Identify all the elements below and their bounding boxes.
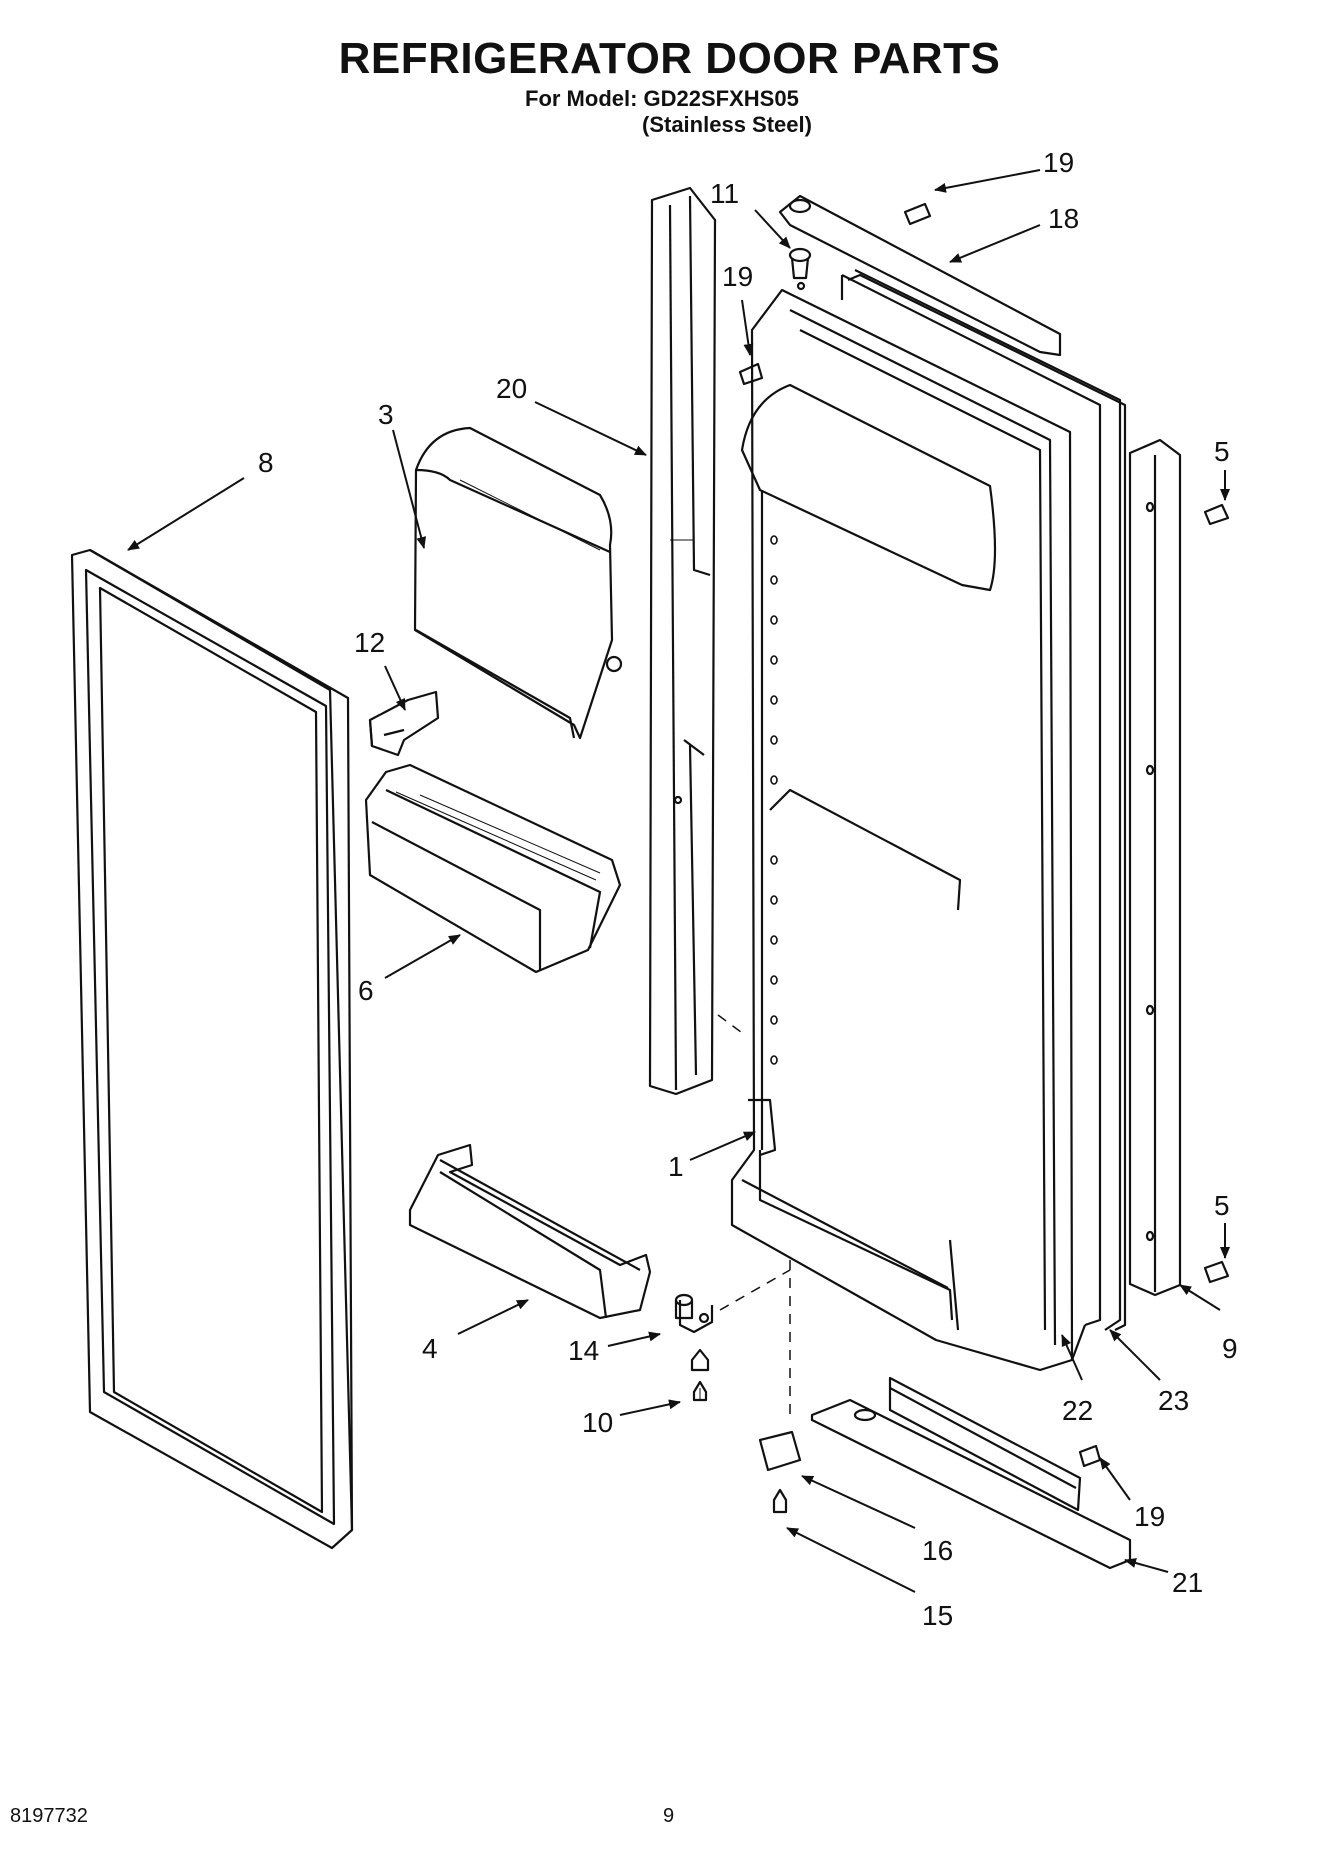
part-number: 8197732 — [10, 1805, 88, 1827]
callout-labels: 19 18 11 19 20 3 8 5 12 6 1 5 4 14 9 22 … — [258, 147, 1238, 1631]
callout-3: 3 — [378, 399, 394, 430]
callout-6: 6 — [358, 975, 374, 1006]
callout-16: 16 — [922, 1535, 953, 1566]
door-liner-part — [730, 288, 1074, 1372]
page-number: 9 — [663, 1805, 675, 1827]
callout-5: 5 — [1214, 436, 1230, 467]
finish-line: (Stainless Steel) — [642, 112, 812, 137]
callout-23: 23 — [1158, 1385, 1189, 1416]
callout-19: 19 — [1043, 147, 1074, 178]
model-line: For Model: GD22SFXHS05 — [525, 86, 799, 111]
callout-19: 19 — [722, 261, 753, 292]
door-panel-part — [840, 269, 1122, 1361]
door-bin-part — [364, 763, 622, 974]
dairy-hinge-clip-part — [368, 690, 440, 757]
callout-22: 22 — [1062, 1395, 1093, 1426]
callout-1: 1 — [668, 1151, 684, 1182]
door-shelf-bar-part — [408, 1143, 652, 1320]
callout-18: 18 — [1048, 203, 1079, 234]
callout-14: 14 — [568, 1335, 599, 1366]
side-trim-part — [1128, 438, 1182, 1297]
callout-15: 15 — [922, 1600, 953, 1631]
callout-20: 20 — [496, 373, 527, 404]
callout-11: 11 — [710, 178, 739, 209]
callout-12: 12 — [354, 627, 385, 658]
door-outer-trim-part — [847, 273, 1127, 1331]
alignment-dashes — [717, 1014, 791, 1420]
door-gasket-part — [70, 548, 354, 1550]
callout-10: 10 — [582, 1407, 613, 1438]
vertical-trim-part — [648, 186, 717, 1096]
hinge-bushing-part — [788, 247, 812, 291]
page-title: REFRIGERATOR DOOR PARTS — [338, 34, 1001, 83]
hinge-pin-part — [674, 1293, 714, 1372]
callout-19: 19 — [1134, 1501, 1165, 1532]
hinge-stop-part — [758, 1430, 802, 1514]
callout-9: 9 — [1222, 1333, 1238, 1364]
callout-5: 5 — [1214, 1190, 1230, 1221]
top-trim-part — [778, 194, 1062, 357]
callout-4: 4 — [422, 1333, 438, 1364]
dairy-door-part — [413, 426, 623, 740]
callout-8: 8 — [258, 447, 274, 478]
callout-21: 21 — [1172, 1567, 1203, 1598]
leader-arrows — [127, 169, 1230, 1593]
